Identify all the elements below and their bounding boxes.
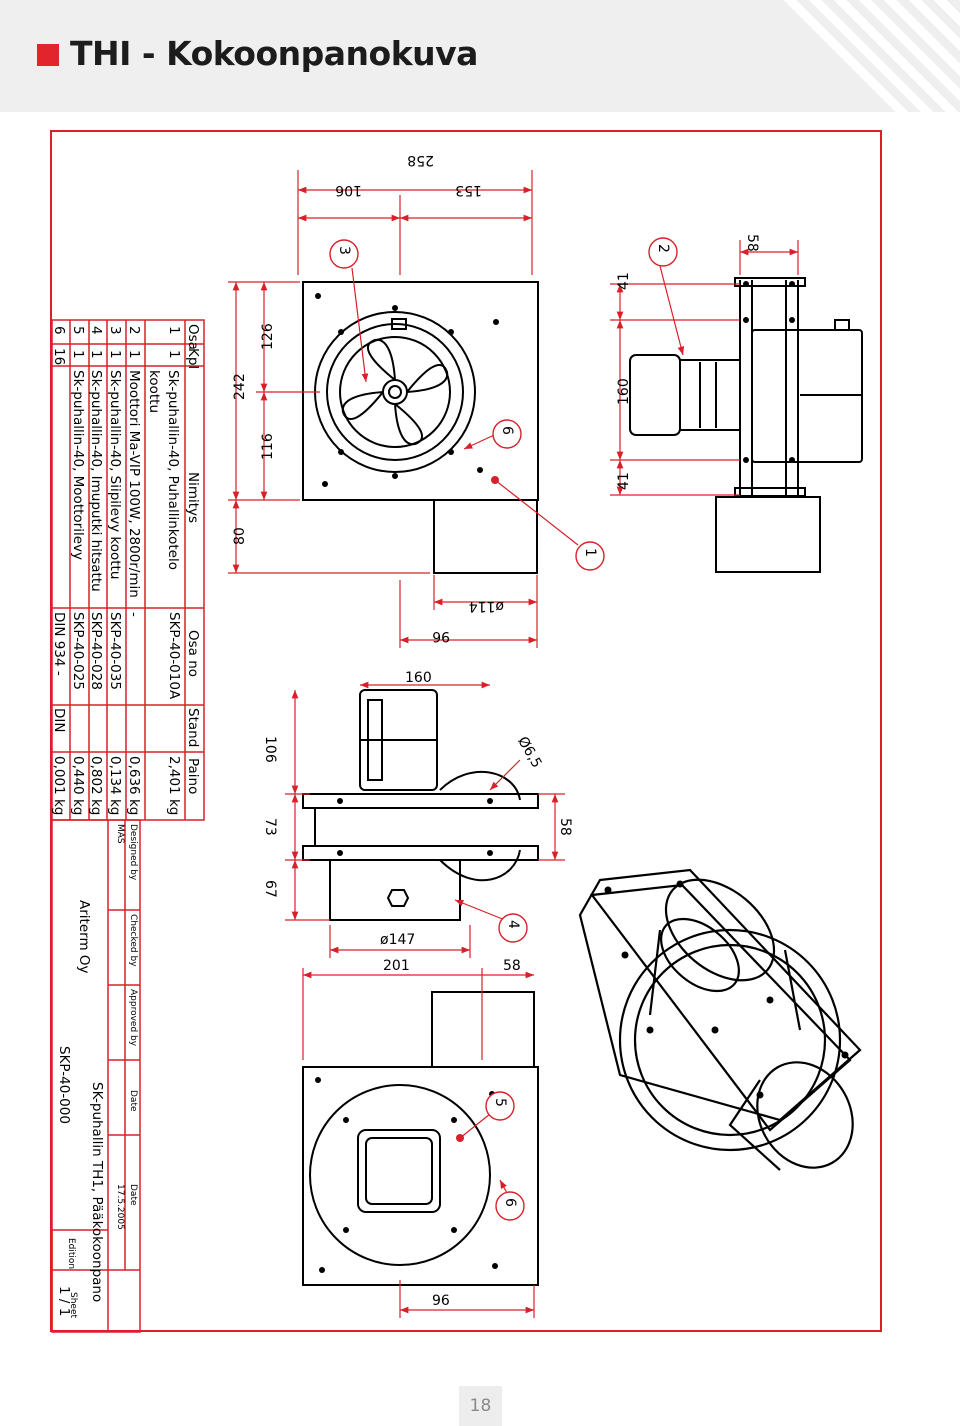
callout-3: 3 xyxy=(336,246,352,255)
callout-4: 4 xyxy=(505,920,521,929)
dim-258: 258 xyxy=(407,152,434,168)
tb-company: Ariterm Oy xyxy=(76,900,92,974)
tb-date-label2: Date xyxy=(128,1184,138,1206)
dim-41-a: 41 xyxy=(616,272,632,290)
dim-96-top: 96 xyxy=(432,628,450,644)
bom-row4-kpl: 1 xyxy=(88,350,104,359)
dim-114: ø114 xyxy=(468,598,504,614)
bom-header-osa: Osa xyxy=(185,324,201,350)
dim-58-bottom: 58 xyxy=(503,958,521,974)
callout-2: 2 xyxy=(655,244,671,253)
side-view-housing xyxy=(302,689,539,921)
callout-balloons xyxy=(329,237,678,1221)
tb-approved-by-label: Approved by xyxy=(128,989,138,1047)
bom-header-osano: Osa no xyxy=(185,630,201,678)
page-header: THI - Kokoonpanokuva xyxy=(0,0,960,112)
dim-106-top: 106 xyxy=(335,182,362,198)
dim-96-bottom: 96 xyxy=(432,1293,450,1309)
tb-title: SK-puhallin TH1, Pääkokoonpano xyxy=(89,1082,105,1303)
tb-designed-by: MAS xyxy=(115,824,125,844)
dim-67: 67 xyxy=(262,880,278,898)
bom-row6-osano: DIN 934 - xyxy=(51,612,67,676)
dimension-lines xyxy=(228,170,799,1318)
side-view-holes xyxy=(337,798,493,856)
bom-row1-nimitys: Sk-puhallin-40, Puhallinkotelo koottu xyxy=(146,370,181,570)
dim-153: 153 xyxy=(455,182,482,198)
callout-6-bottom: 6 xyxy=(502,1198,518,1207)
page-number: 18 xyxy=(459,1386,502,1426)
dim-106-mid: 106 xyxy=(262,736,278,763)
bom-row5-nimitys: Sk-puhallin-40, Moottorilevy xyxy=(70,370,86,561)
bom-row4-osano: SKP-40-028 xyxy=(88,612,104,690)
bom-row1-osano: SKP-40-010A xyxy=(166,612,182,700)
bom-header-stand: Stand xyxy=(185,708,201,748)
front-view-fan xyxy=(302,281,539,574)
tb-checked-by-label: Checked by xyxy=(128,914,138,967)
tb-sheet: 1 / 1 xyxy=(56,1286,72,1317)
dim-242: 242 xyxy=(232,373,248,400)
bom-row3-osa: 3 xyxy=(107,326,123,335)
bom-table-grid xyxy=(51,319,205,1333)
bom-row2-osano: - xyxy=(126,612,142,617)
bom-row5-osano: SKP-40-025 xyxy=(70,612,86,690)
isometric-holes xyxy=(604,880,849,1099)
dim-73: 73 xyxy=(262,818,278,836)
dim-126: 126 xyxy=(260,323,276,350)
bom-row4-osa: 4 xyxy=(88,326,104,335)
bom-row6-osa: 6 xyxy=(51,326,67,335)
bom-row6-paino: 0,001 kg xyxy=(51,756,67,816)
bom-row2-kpl: 1 xyxy=(126,350,142,359)
bom-row3-paino: 0,134 kg xyxy=(107,756,123,816)
dim-58-top: 58 xyxy=(744,234,760,252)
bom-row1-paino: 2,401 kg xyxy=(166,756,182,816)
front-view-holes xyxy=(315,293,499,487)
tb-date-label1: Date xyxy=(128,1090,138,1112)
bom-row2-paino: 0,636 kg xyxy=(126,756,142,816)
dim-80: 80 xyxy=(232,527,248,545)
dim-58-mid: 58 xyxy=(557,818,573,836)
dim-160-mid: 160 xyxy=(405,670,432,686)
callout-5: 5 xyxy=(492,1098,508,1107)
bom-row6-stand: DIN xyxy=(51,708,67,733)
tb-designed-by-label: Designed by xyxy=(128,824,138,881)
callout-6-top: 6 xyxy=(499,426,515,435)
bom-header-kpl: Kpl xyxy=(185,348,201,370)
drawing-frame xyxy=(50,130,882,1332)
bom-row3-kpl: 1 xyxy=(107,350,123,359)
dim-147: ø147 xyxy=(380,932,416,948)
header-red-square xyxy=(37,44,59,66)
callout-1: 1 xyxy=(582,548,598,557)
bom-row5-kpl: 1 xyxy=(70,350,86,359)
bom-row3-osano: SKP-40-035 xyxy=(107,612,123,690)
bom-header-nimitys: Nimitys xyxy=(185,472,201,524)
bom-row1-kpl: 1 xyxy=(166,350,182,359)
bom-row5-osa: 5 xyxy=(70,326,86,335)
bom-header-paino: Paino xyxy=(185,758,201,795)
bom-row4-nimitys: Sk-puhallin-40, Imuputki hitsattu xyxy=(88,370,104,592)
bom-row2-nimitys: Moottori Ma-VIP 100W, 2800r/min xyxy=(126,370,142,598)
side-view-motor xyxy=(629,277,863,573)
callout-dots xyxy=(456,476,499,1142)
tb-edition-label: Edition xyxy=(66,1238,76,1270)
isometric-view xyxy=(578,868,862,1171)
callout-leaders xyxy=(351,265,685,1196)
bom-row2-osa: 2 xyxy=(126,326,142,335)
dim-41-b: 41 xyxy=(616,472,632,490)
dim-201: 201 xyxy=(383,958,410,974)
dim-160-side: 160 xyxy=(616,378,632,405)
tb-date: 17.5.2005 xyxy=(115,1184,125,1230)
rear-view-plate xyxy=(302,991,539,1286)
bom-row6-kpl: 16 xyxy=(51,348,67,366)
header-hatch-decoration xyxy=(783,0,960,112)
bom-row1-osa: 1 xyxy=(166,326,182,335)
tb-drawing-no: SKP-40-000 xyxy=(56,1046,72,1124)
bom-row4-paino: 0,802 kg xyxy=(88,756,104,816)
page-title: THI - Kokoonpanokuva xyxy=(70,34,478,73)
bom-row3-nimitys: Sk-puhallin-40, Siipilevy koottu xyxy=(107,370,123,580)
bom-row5-paino: 0,440 kg xyxy=(70,756,86,816)
dim-116: 116 xyxy=(260,433,276,460)
